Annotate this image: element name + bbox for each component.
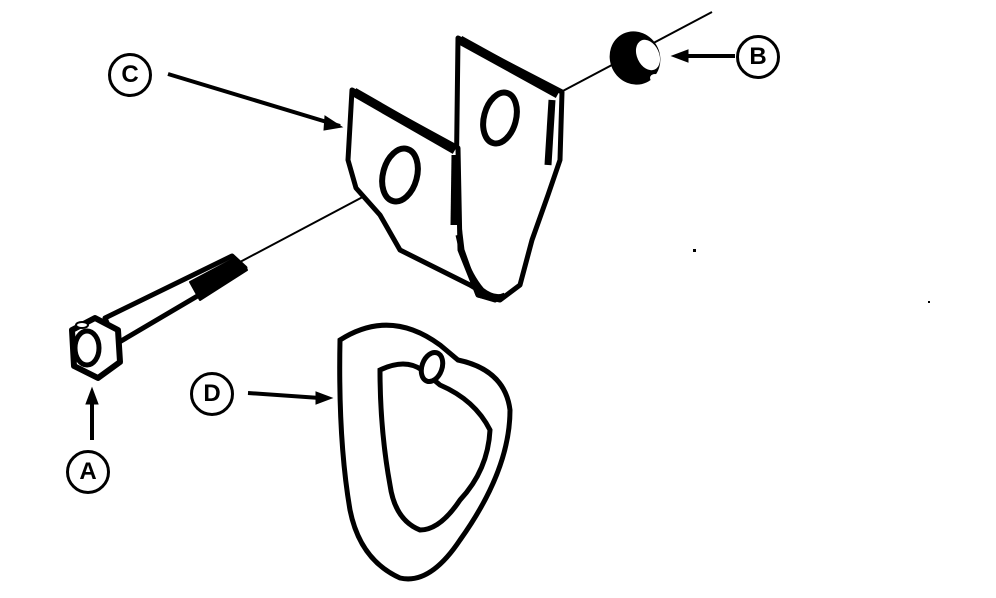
hex-bolt-part <box>69 253 248 381</box>
callout-d: D <box>190 372 234 416</box>
callout-c: C <box>108 53 152 97</box>
callout-b-label: B <box>749 43 767 70</box>
callout-a: A <box>66 450 110 494</box>
d-ring-part <box>337 322 513 582</box>
leader-lines <box>85 49 735 440</box>
callout-a-label: A <box>79 458 97 485</box>
u-bracket-part <box>345 35 565 303</box>
speck <box>693 249 696 252</box>
callout-c-label: C <box>121 61 139 88</box>
callout-d-label: D <box>203 380 221 407</box>
hex-nut-part <box>609 23 661 85</box>
callout-b: B <box>736 35 780 79</box>
speck <box>928 301 930 303</box>
